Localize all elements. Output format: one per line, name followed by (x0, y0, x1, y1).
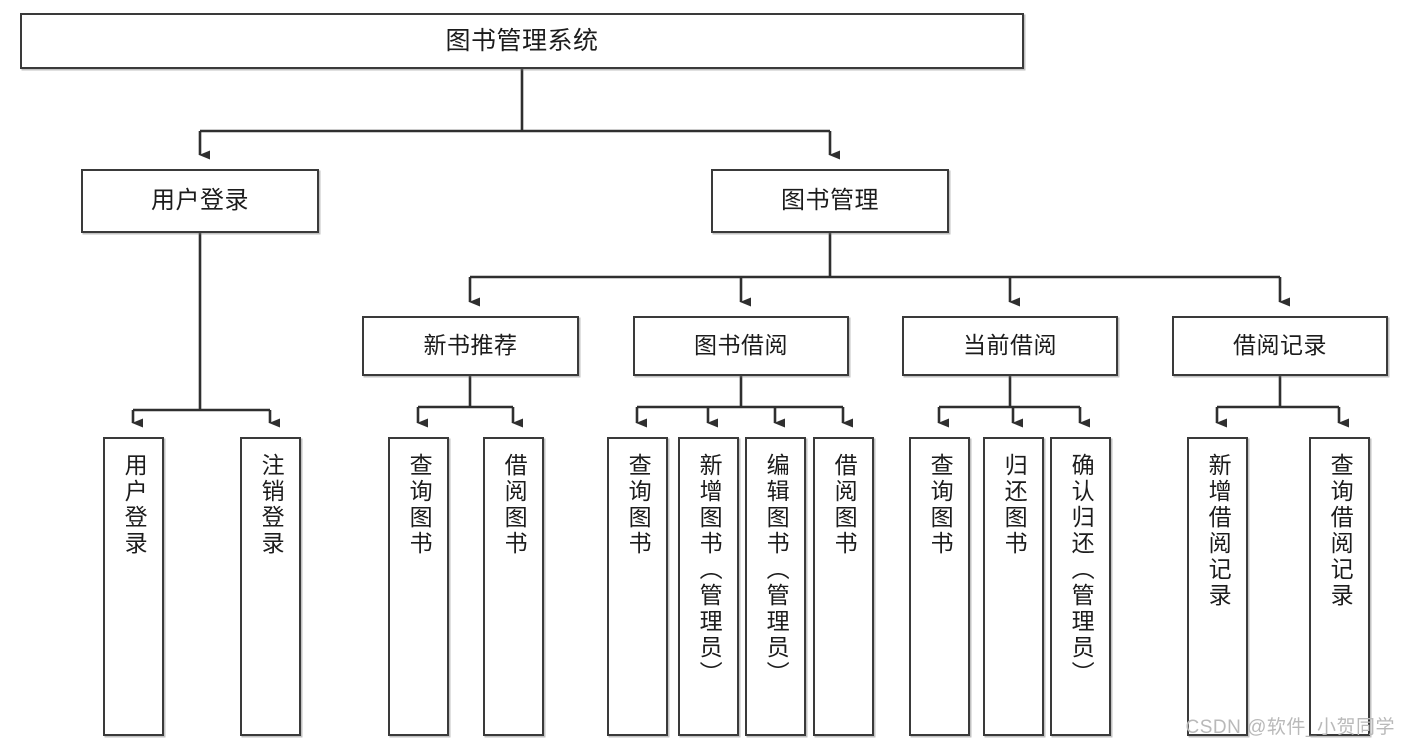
node-label: 新增借阅记录 (1205, 453, 1232, 609)
node-sub-new-book-recommend[interactable]: 新书推荐 (362, 316, 579, 376)
node-leaf-add-book-admin[interactable]: 新增图书（管理员） (678, 437, 739, 736)
node-branch-user-login[interactable]: 用户登录 (81, 169, 319, 233)
node-label: 编辑图书（管理员） (763, 453, 790, 687)
node-branch-book-management[interactable]: 图书管理 (711, 169, 949, 233)
node-label: 新书推荐 (423, 332, 518, 359)
node-leaf-add-borrow-record[interactable]: 新增借阅记录 (1187, 437, 1248, 736)
node-label: 查询图书 (927, 453, 954, 557)
node-label: 图书借阅 (694, 332, 788, 359)
node-leaf-confirm-return-admin[interactable]: 确认归还（管理员） (1050, 437, 1111, 736)
node-label: 注销登录 (258, 453, 285, 557)
node-leaf-edit-book-admin[interactable]: 编辑图书（管理员） (745, 437, 806, 736)
node-leaf-logout[interactable]: 注销登录 (240, 437, 301, 736)
node-label: 查询图书 (406, 453, 433, 557)
node-label: 借阅记录 (1233, 332, 1327, 359)
node-label: 新增图书（管理员） (696, 453, 723, 687)
node-label: 用户登录 (121, 453, 148, 557)
node-root-system[interactable]: 图书管理系统 (20, 13, 1024, 69)
node-label: 确认归还（管理员） (1068, 453, 1095, 687)
csdn-watermark: CSDN @软件_小贺同学 (1185, 717, 1395, 738)
node-label: 用户登录 (151, 186, 249, 214)
node-label: 借阅图书 (501, 453, 528, 557)
node-leaf-return-book[interactable]: 归还图书 (983, 437, 1044, 736)
node-sub-book-borrow[interactable]: 图书借阅 (633, 316, 849, 376)
node-leaf-query-book-borrow[interactable]: 查询图书 (607, 437, 668, 736)
node-sub-current-borrow[interactable]: 当前借阅 (902, 316, 1118, 376)
node-label: 图书管理 (781, 186, 879, 214)
node-label: 当前借阅 (963, 332, 1057, 359)
node-label: 归还图书 (1001, 453, 1028, 557)
node-label: 借阅图书 (831, 453, 858, 557)
node-label: 查询借阅记录 (1327, 453, 1354, 609)
node-leaf-query-book-newbook[interactable]: 查询图书 (388, 437, 449, 736)
node-leaf-query-borrow-record[interactable]: 查询借阅记录 (1309, 437, 1370, 736)
node-label: 图书管理系统 (445, 27, 599, 55)
node-sub-borrow-record[interactable]: 借阅记录 (1172, 316, 1388, 376)
node-leaf-borrow-book-newbook[interactable]: 借阅图书 (483, 437, 544, 736)
node-label: 查询图书 (625, 453, 652, 557)
node-leaf-query-book-current[interactable]: 查询图书 (909, 437, 970, 736)
node-leaf-user-login[interactable]: 用户登录 (103, 437, 164, 736)
node-leaf-borrow-book[interactable]: 借阅图书 (813, 437, 874, 736)
